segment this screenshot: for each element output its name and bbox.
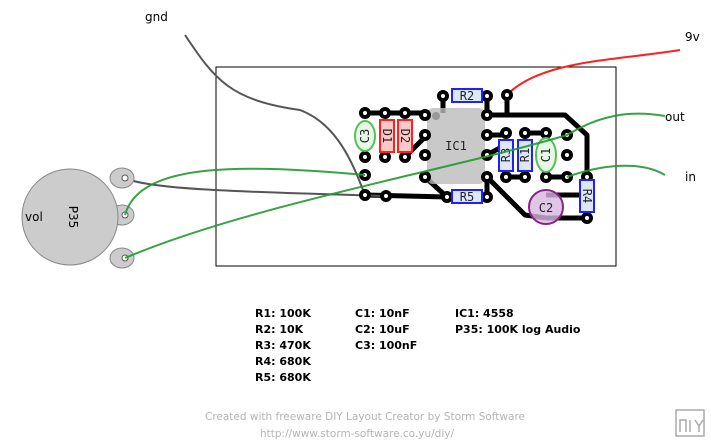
resistor-r5: R5 <box>451 189 483 204</box>
svg-text:R2: R2 <box>460 89 474 103</box>
bom-other: IC1: 4558 P35: 100K log Audio <box>455 306 581 338</box>
credit-line: Created with freeware DIY Layout Creator… <box>205 411 525 423</box>
svg-text:C2: C2 <box>539 201 553 215</box>
9v-label: 9v <box>685 30 700 44</box>
svg-text:C1: C1 <box>539 148 553 162</box>
bom-item: C2: 10uF <box>355 323 410 336</box>
p35-label: P35 <box>66 206 80 229</box>
diode-d1: D1 <box>379 119 395 153</box>
potentiometer-p35: vol P35 <box>21 167 135 269</box>
vol-label: vol <box>25 210 43 224</box>
bom-item: R1: 100K <box>255 307 311 320</box>
bom-capacitors: C1: 10nF C2: 10uF C3: 100nF <box>355 306 417 354</box>
resistor-r4: R4 <box>579 179 595 213</box>
diode-d2: D2 <box>397 119 413 153</box>
bom-item: P35: 100K log Audio <box>455 323 581 336</box>
credit-url[interactable]: http://www.storm-software.co.yu/diy/ <box>260 428 454 440</box>
pads <box>359 89 593 224</box>
wire-pot-wiper <box>124 167 366 216</box>
resistor-r2: R2 <box>451 88 483 103</box>
out-label: out <box>665 110 685 124</box>
capacitor-c3: C3 <box>354 120 376 152</box>
bom-item: C1: 10nF <box>355 307 410 320</box>
svg-text:D2: D2 <box>398 129 412 143</box>
svg-text:D1: D1 <box>380 129 394 143</box>
gnd-label: gnd <box>145 10 168 24</box>
bom-item: IC1: 4558 <box>455 307 514 320</box>
capacitor-c1: C1 <box>535 137 557 173</box>
diy-logo-icon <box>675 409 705 437</box>
capacitor-c2: C2 <box>528 189 564 225</box>
wire-pot-lug1 <box>124 177 387 197</box>
ic1-label: IC1 <box>445 139 467 153</box>
bom-item: C3: 100nF <box>355 339 418 352</box>
bom-item: R2: 10K <box>255 323 304 336</box>
bom-resistors: R1: 100K R2: 10K R3: 470K R4: 680K R5: 6… <box>255 306 311 386</box>
board-outline <box>215 66 617 267</box>
bom-item: R5: 680K <box>255 371 311 384</box>
svg-text:R1: R1 <box>518 148 532 162</box>
wire-in <box>566 164 666 178</box>
svg-text:R5: R5 <box>460 190 474 204</box>
wire-9v <box>506 49 681 96</box>
bom-item: R4: 680K <box>255 355 311 368</box>
in-label: in <box>685 170 696 184</box>
wire-gnd <box>184 34 366 196</box>
wire-out <box>124 112 666 259</box>
ic1-body <box>427 108 485 184</box>
bom-item: R3: 470K <box>255 339 311 352</box>
svg-text:C3: C3 <box>358 129 372 143</box>
svg-text:R4: R4 <box>580 189 594 203</box>
ic1-pin1-marker <box>432 112 440 120</box>
